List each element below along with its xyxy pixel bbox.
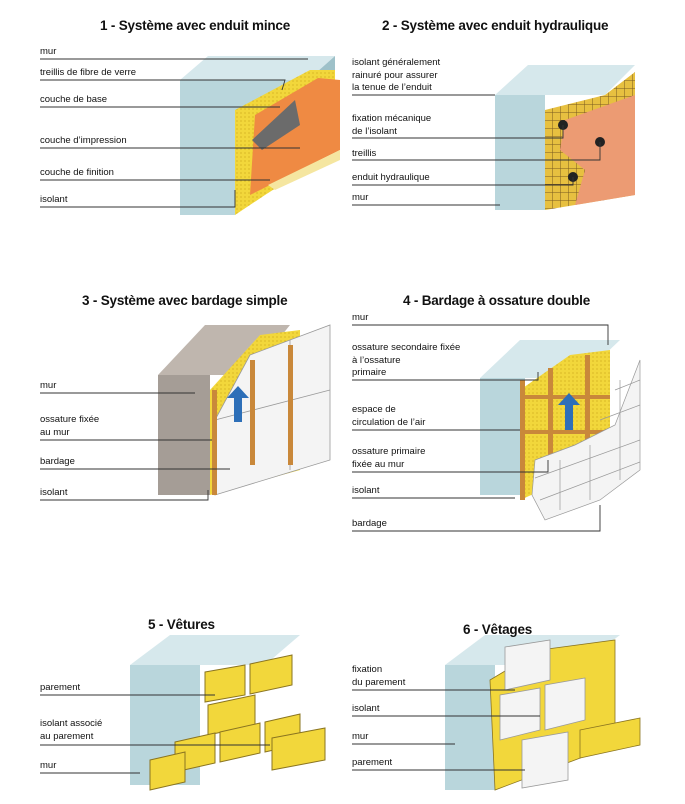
label-isolant-1: isolant bbox=[40, 194, 68, 205]
batten-3b bbox=[250, 360, 255, 465]
label-couche-finition: couche de finition bbox=[40, 167, 114, 178]
wall-4-front bbox=[480, 378, 525, 495]
panel-6-illustration bbox=[445, 635, 641, 791]
wall-6-front bbox=[445, 665, 495, 790]
label-mur-4: mur bbox=[352, 312, 369, 323]
facing-panels-5 bbox=[149, 654, 326, 791]
label-couche-base: couche de base bbox=[40, 94, 108, 105]
wall-5-top bbox=[130, 635, 300, 665]
crossbar-4b bbox=[520, 430, 610, 434]
batten-3c bbox=[288, 345, 293, 465]
label-bardage-4: bardage bbox=[352, 518, 387, 529]
wall-1-top bbox=[180, 56, 335, 80]
panel-3-title: 3 - Système avec bardage simple bbox=[82, 293, 288, 308]
label-mur-2: mur bbox=[352, 192, 369, 203]
label-mur-5: mur bbox=[40, 760, 57, 771]
label-isolant-3: isolant bbox=[40, 487, 68, 498]
panel-1-title: 1 - Système avec enduit mince bbox=[100, 18, 291, 33]
panel-3-illustration bbox=[158, 324, 331, 496]
label-treillis-fibre: treillis de fibre de verre bbox=[40, 67, 137, 78]
panel-2-illustration bbox=[495, 65, 635, 210]
label-parement-5: parement bbox=[40, 682, 81, 693]
cladding-3 bbox=[214, 324, 331, 496]
airflow-arrow-4 bbox=[558, 393, 580, 430]
airflow-arrow-3 bbox=[227, 386, 249, 422]
loose-panel-6 bbox=[579, 717, 641, 759]
batten-4b bbox=[548, 368, 553, 488]
batten-4c bbox=[585, 355, 590, 470]
wall-2-front bbox=[495, 95, 545, 210]
label-mur-1: mur bbox=[40, 46, 57, 57]
label-enduit-hydraulique: enduit hydraulique bbox=[352, 172, 430, 183]
panel-4-title: 4 - Bardage à ossature double bbox=[403, 293, 591, 308]
label-parement-6: parement bbox=[352, 757, 393, 768]
panel-4-illustration bbox=[480, 340, 641, 521]
panel-5-title: 5 - Vêtures bbox=[148, 617, 215, 632]
panel-6-title: 6 - Vêtages bbox=[463, 622, 533, 637]
wall-2-top bbox=[495, 65, 635, 95]
label-treillis-2: treillis bbox=[352, 148, 377, 159]
crossbar-4a bbox=[520, 395, 610, 399]
batten-4a bbox=[520, 380, 525, 500]
label-isolant-4: isolant bbox=[352, 485, 380, 496]
render-2 bbox=[560, 95, 635, 205]
label-isolant-6: isolant bbox=[352, 703, 380, 714]
label-mur-3: mur bbox=[40, 380, 57, 391]
label-couche-impression: couche d’impression bbox=[40, 135, 127, 146]
facing-boards-6 bbox=[499, 639, 586, 789]
batten-3a bbox=[212, 390, 217, 495]
panel-2-title: 2 - Système avec enduit hydraulique bbox=[382, 18, 609, 33]
mesh-1 bbox=[252, 100, 300, 150]
leader-lines bbox=[40, 58, 609, 774]
cladding-4 bbox=[531, 359, 641, 521]
panel-5-illustration bbox=[130, 635, 326, 791]
wall-3-front bbox=[158, 375, 210, 495]
label-bardage-3: bardage bbox=[40, 456, 75, 467]
label-mur-6: mur bbox=[352, 731, 369, 742]
shingle-joints-4 bbox=[534, 379, 641, 510]
finish-1 bbox=[268, 150, 340, 190]
